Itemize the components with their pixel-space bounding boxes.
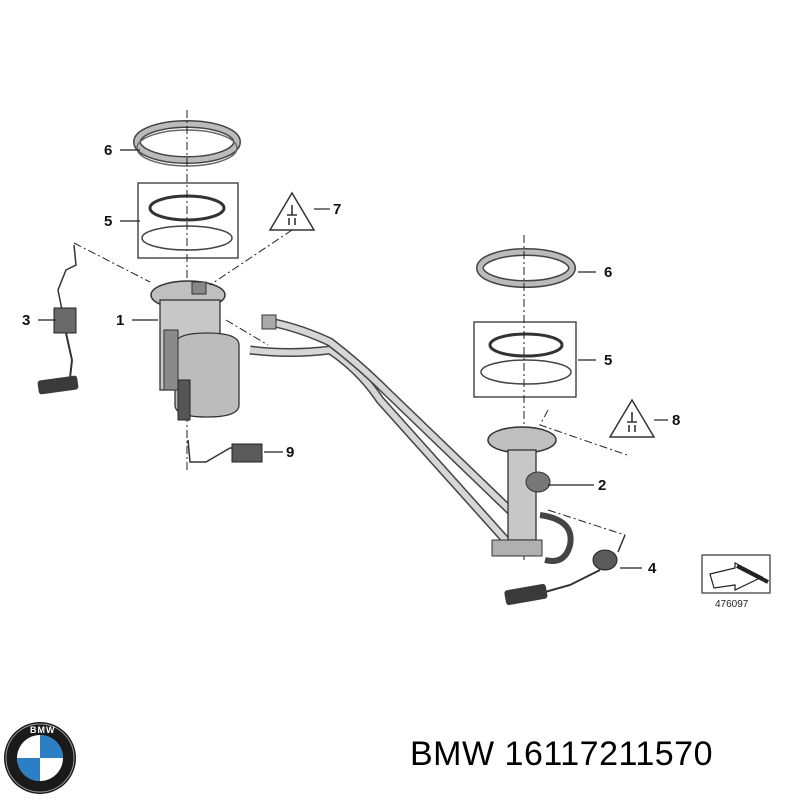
level-sensor-right (504, 534, 626, 606)
reference-box (701, 554, 771, 594)
callout-5-left: 5 (104, 213, 112, 230)
part-number: 16117211570 (504, 735, 714, 773)
callout-5-right: 5 (604, 352, 612, 369)
callout-2: 2 (598, 477, 606, 494)
locking-ring-right (476, 248, 576, 288)
bmw-logo-text: BMW (30, 725, 56, 735)
fuel-line (249, 314, 524, 549)
fuel-pump-module-left (150, 280, 240, 421)
warning-symbol-7 (268, 191, 316, 231)
brand-name: BMW (410, 735, 495, 773)
fuel-pump-module-right (487, 426, 574, 564)
reference-number: 476097 (715, 599, 749, 610)
part-caption: BMW 16117211570 (410, 735, 713, 774)
callout-3: 3 (22, 312, 30, 329)
wiring-connector-left (187, 439, 263, 463)
callout-8: 8 (672, 412, 680, 429)
seal-box-right (473, 321, 577, 398)
warning-symbol-8 (608, 398, 656, 438)
level-sensor-left (37, 244, 79, 395)
callout-6-left: 6 (104, 142, 112, 159)
callout-4: 4 (648, 560, 657, 577)
callout-9: 9 (286, 444, 294, 461)
callout-7: 7 (333, 201, 341, 218)
callout-1: 1 (116, 312, 124, 329)
leader-lines (38, 149, 668, 569)
seal-rings-right (480, 332, 572, 385)
bmw-logo: BMW (4, 722, 76, 794)
callout-6-right: 6 (604, 264, 612, 281)
